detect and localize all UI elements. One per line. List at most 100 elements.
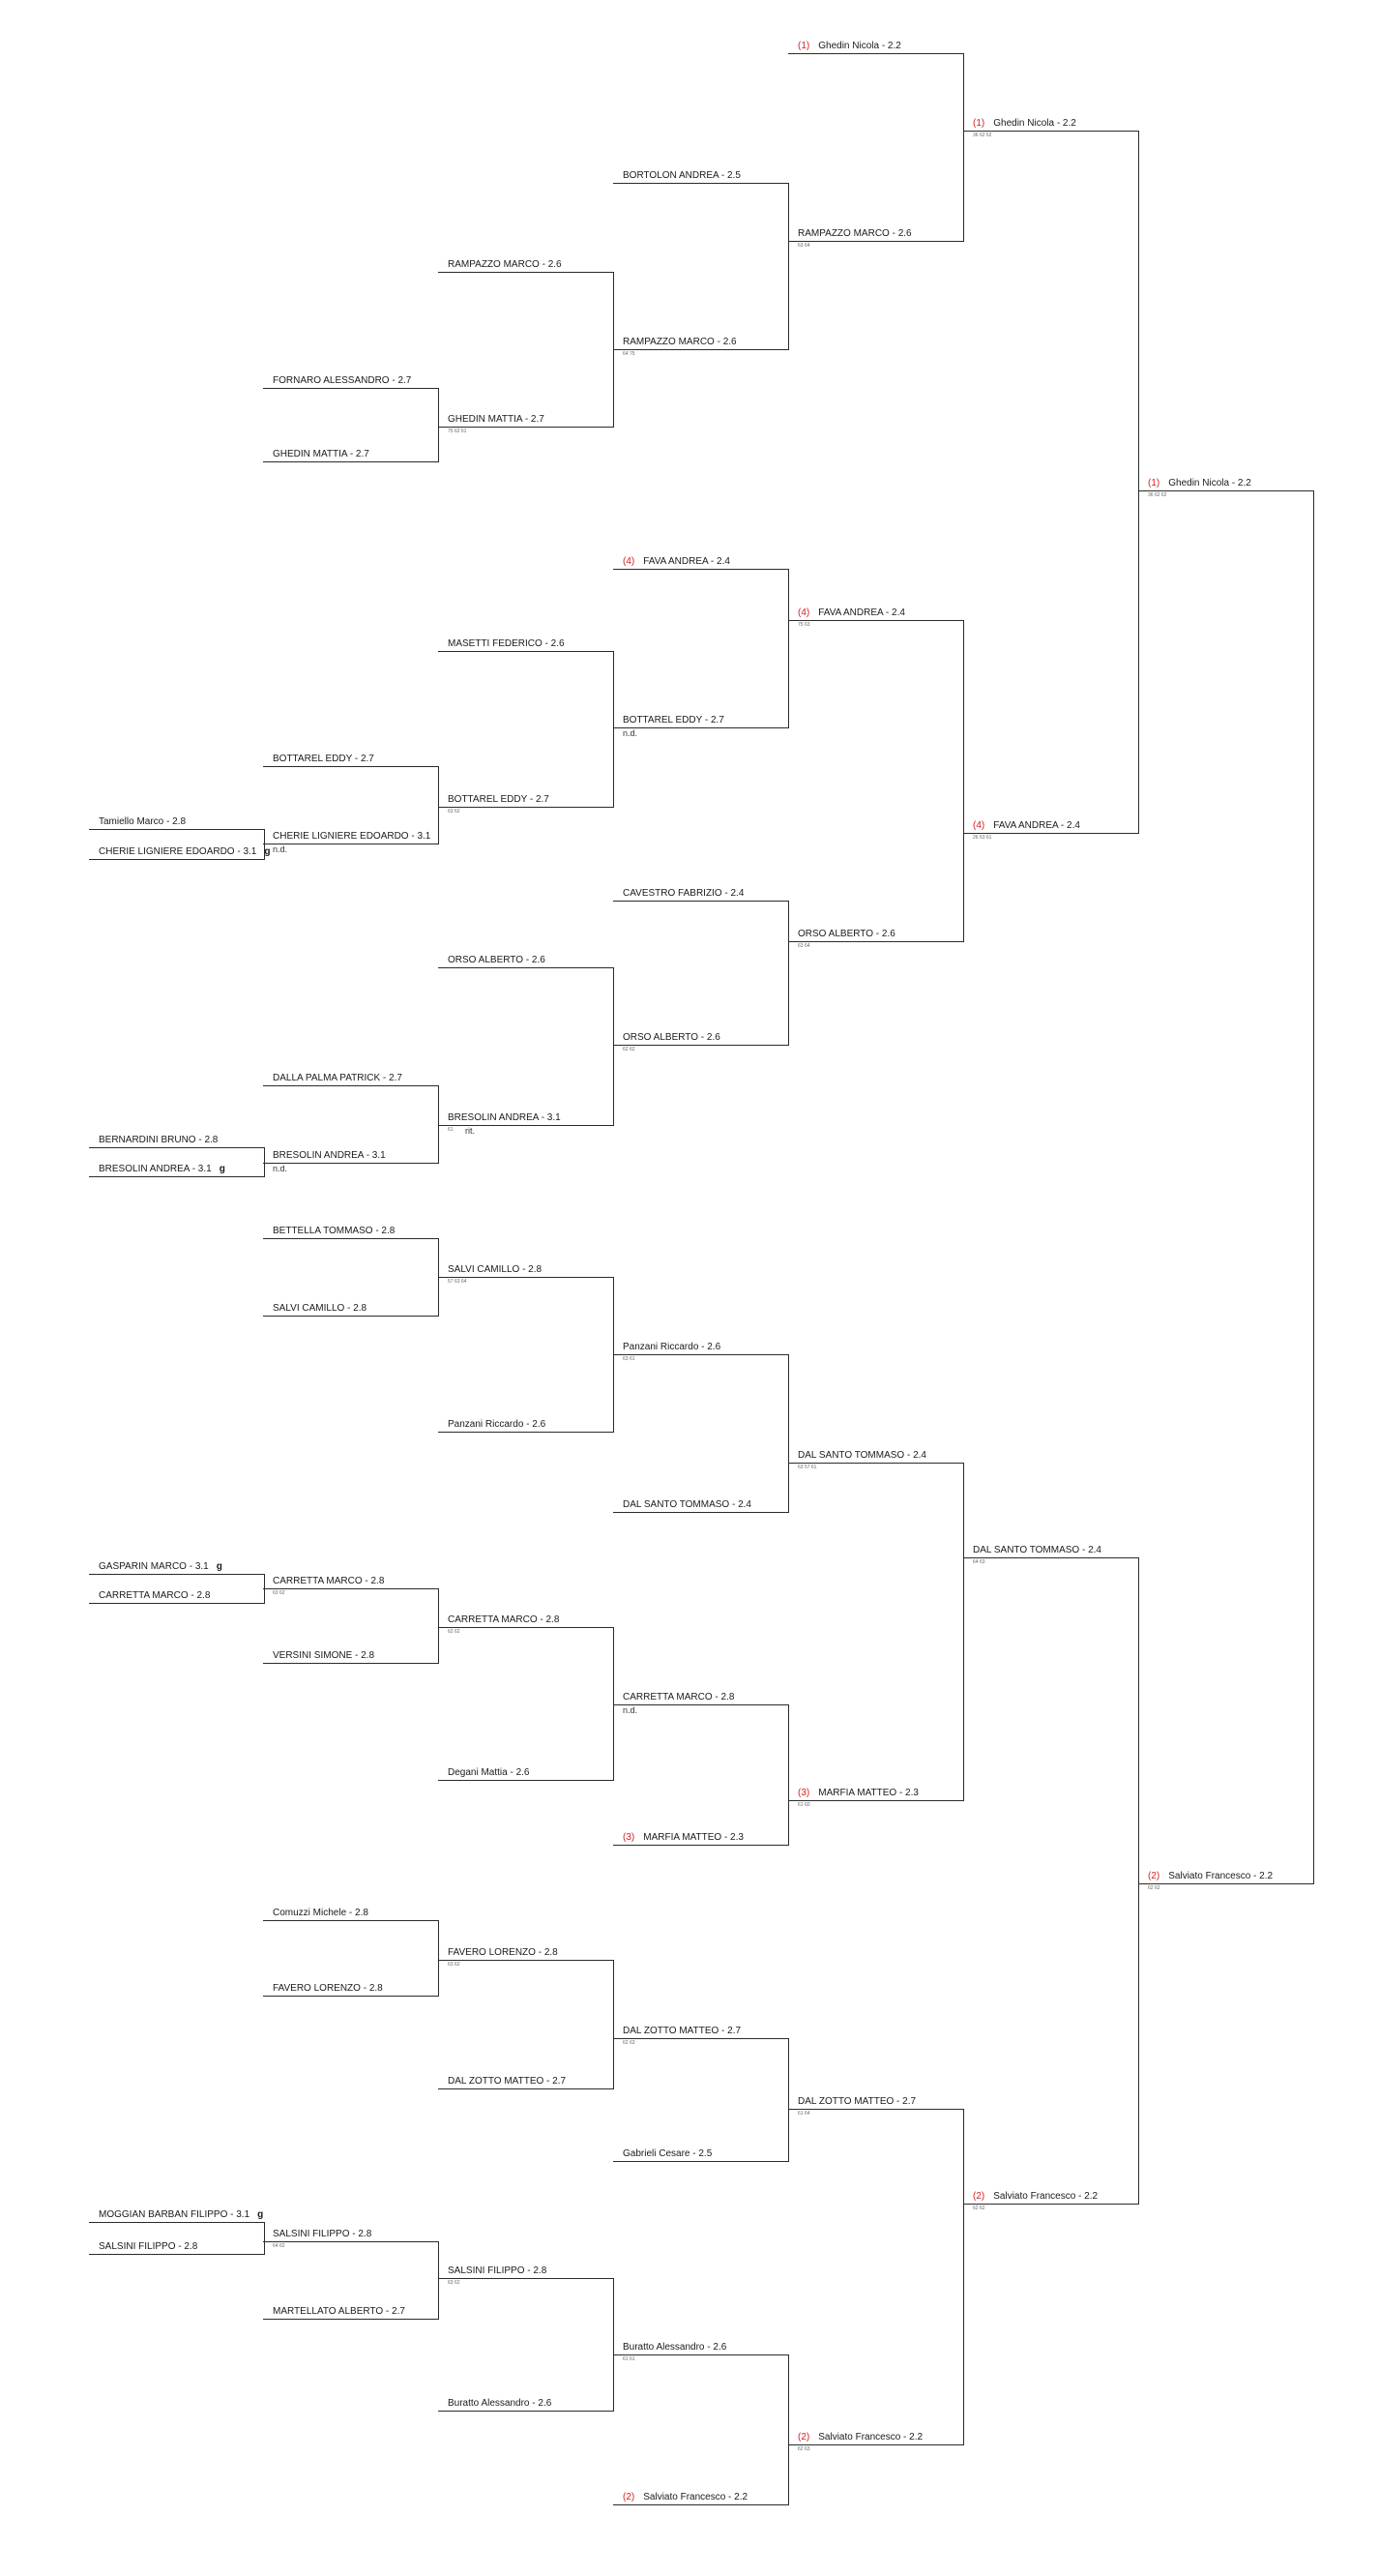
player-name: MARTELLATO ALBERTO - 2.7 (273, 2306, 405, 2317)
player-name: BRESOLIN ANDREA - 3.1 (448, 1112, 561, 1123)
bracket-connector (264, 1147, 265, 1177)
bracket-connector (613, 272, 614, 428)
player-entry: GHEDIN MATTIA - 2.7 (273, 449, 369, 459)
bracket-connector (788, 1354, 789, 1513)
seed-label: (2) (798, 2432, 810, 2443)
match-score: 62 63 (623, 2040, 635, 2046)
bracket-connector (613, 967, 614, 1126)
player-name: BERNARDINI BRUNO - 2.8 (99, 1135, 219, 1145)
player-name: Ghedin Nicola - 2.2 (993, 118, 1076, 129)
player-name: MARFIA MATTEO - 2.3 (643, 1832, 744, 1843)
seed-label: (4) (623, 556, 635, 567)
seed-label: (1) (973, 118, 985, 129)
player-entry: Buratto Alessandro - 2.6 (448, 2398, 551, 2409)
player-name: CHERIE LIGNIERE EDOARDO - 3.1 (273, 831, 431, 842)
player-entry: DAL ZOTTO MATTEO - 2.7 (798, 2096, 916, 2107)
player-name: RAMPAZZO MARCO - 2.6 (798, 228, 912, 239)
match-score: 61 60 (798, 1802, 810, 1808)
bracket-slot: FORNARO ALESSANDRO - 2.7 (263, 374, 438, 389)
player-name: MARFIA MATTEO - 2.3 (818, 1788, 919, 1798)
match-score: 36 62 62 (1148, 492, 1167, 498)
player-entry: BRESOLIN ANDREA - 3.1 (273, 1150, 386, 1161)
player-entry: (2)Salviato Francesco - 2.2 (623, 2492, 748, 2502)
player-entry: SALSINI FILIPPO - 2.8 (448, 2265, 546, 2276)
player-name: DALLA PALMA PATRICK - 2.7 (273, 1073, 402, 1083)
match-score: 62 63 (798, 2446, 810, 2452)
player-name: FAVERO LORENZO - 2.8 (448, 1947, 558, 1958)
match-score: 63 61 (623, 1356, 635, 1362)
player-name: Salviato Francesco - 2.2 (993, 2191, 1099, 2202)
match-score: 62 62 (448, 1629, 460, 1635)
player-name: FAVA ANDREA - 2.4 (993, 820, 1080, 831)
player-entry: Comuzzi Michele - 2.8 (273, 1908, 368, 1918)
player-name: SALVI CAMILLO - 2.8 (448, 1264, 543, 1275)
bracket-slot: BORTOLON ANDREA - 2.5 (613, 169, 788, 184)
player-entry: (1) Ghedin Nicola - 2.2 (973, 118, 1076, 129)
player-mark: g (257, 2209, 264, 2220)
player-entry: DALLA PALMA PATRICK - 2.7 (273, 1073, 402, 1083)
player-entry: BRESOLIN ANDREA - 3.1 (448, 1112, 561, 1123)
bracket-slot: GHEDIN MATTIA - 2.7 (263, 448, 438, 462)
bracket-connector (613, 1627, 614, 1781)
player-name: DAL ZOTTO MATTEO - 2.7 (448, 2076, 567, 2087)
bracket-slot: Tamiello Marco - 2.8 (89, 815, 264, 830)
bracket-connector (438, 388, 439, 462)
player-entry: (2)Salviato Francesco - 2.2 (973, 2191, 1098, 2202)
bracket-connector (788, 569, 789, 728)
player-entry: DAL ZOTTO MATTEO - 2.7 (623, 2026, 741, 2036)
player-name: SALVI CAMILLO - 2.8 (273, 1303, 367, 1314)
bracket-slot: CARRETTA MARCO - 2.8 62 62 (438, 1614, 613, 1635)
player-entry: SALSINI FILIPPO - 2.8 (273, 2229, 371, 2239)
bracket-slot: BERNARDINI BRUNO - 2.8 (89, 1134, 264, 1148)
player-entry: Tamiello Marco - 2.8 (99, 816, 186, 827)
player-entry: BORTOLON ANDREA - 2.5 (623, 170, 741, 181)
player-name: BOTTAREL EDDY - 2.7 (623, 715, 724, 725)
player-name: BOTTAREL EDDY - 2.7 (273, 754, 374, 764)
bracket-slot: DAL ZOTTO MATTEO - 2.7 62 63 (613, 2025, 788, 2046)
match-score: 62 62 (1148, 1885, 1160, 1891)
bracket-slot: Comuzzi Michele - 2.8 (263, 1907, 438, 1921)
player-name: FAVA ANDREA - 2.4 (643, 556, 730, 567)
match-note: n.d. (273, 1164, 288, 1173)
player-entry: CARRETTA MARCO - 2.8 (448, 1614, 559, 1625)
player-entry: RAMPAZZO MARCO - 2.6 (798, 228, 912, 239)
match-note: n.d. (623, 728, 638, 738)
player-name: Comuzzi Michele - 2.8 (273, 1908, 368, 1918)
bracket-slot: (4) FAVA ANDREA - 2.4 (613, 555, 788, 570)
player-name: GASPARIN MARCO - 3.1 (99, 1561, 209, 1572)
bracket-connector (438, 1238, 439, 1317)
player-name: MOGGIAN BARBAN FILIPPO - 3.1 (99, 2209, 250, 2220)
bracket-slot: (2)Salviato Francesco - 2.2 (613, 2491, 788, 2505)
match-score: 63 62 (273, 1590, 285, 1596)
match-score: 57 63 64 (448, 1279, 467, 1285)
player-entry: BERNARDINI BRUNO - 2.8 (99, 1135, 218, 1145)
player-name: GHEDIN MATTIA - 2.7 (448, 414, 544, 425)
player-entry: DAL SANTO TOMMASO - 2.4 (798, 1450, 926, 1461)
bracket-slot: BOTTAREL EDDY - 2.7 (263, 753, 438, 767)
match-score: 26 63 61 (973, 835, 992, 841)
player-entry: (1)Ghedin Nicola - 2.2 (798, 41, 901, 51)
bracket-connector (264, 829, 265, 860)
player-entry: MOGGIAN BARBAN FILIPPO - 3.1 g (99, 2209, 263, 2220)
player-name: MASETTI FEDERICO - 2.6 (448, 638, 565, 649)
bracket-slot: BOTTAREL EDDY - 2.7 n.d. (613, 714, 788, 738)
player-name: Salviato Francesco - 2.2 (643, 2492, 748, 2502)
match-score: 64 63 (973, 1559, 985, 1565)
player-entry: MARTELLATO ALBERTO - 2.7 (273, 2306, 405, 2317)
bracket-connector (1313, 490, 1314, 1884)
bracket-slot: ORSO ALBERTO - 2.6 (438, 954, 613, 968)
bracket-connector (963, 2109, 964, 2445)
player-name: CHERIE LIGNIERE EDOARDO - 3.1 (99, 846, 257, 857)
bracket-slot: BETTELLA TOMMASO - 2.8 (263, 1225, 438, 1239)
player-entry: CHERIE LIGNIERE EDOARDO - 3.1 (273, 831, 430, 842)
bracket-connector (264, 1574, 265, 1604)
bracket-connector (613, 1277, 614, 1433)
